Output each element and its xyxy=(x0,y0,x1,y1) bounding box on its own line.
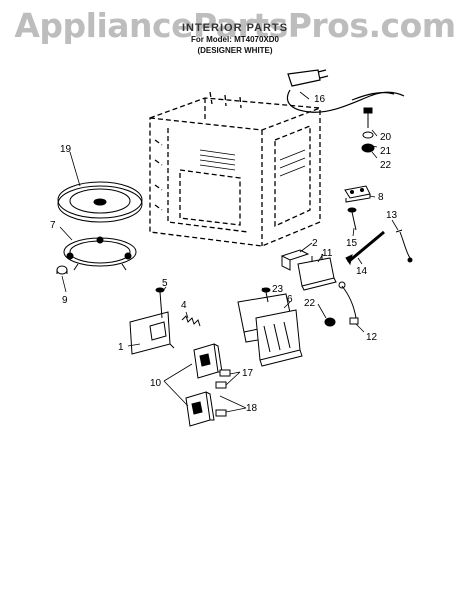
callout-7: 7 xyxy=(50,220,56,231)
callout-1: 1 xyxy=(118,342,124,353)
diagram-title: INTERIOR PARTS xyxy=(181,22,289,34)
callout-22-lower: 22 xyxy=(304,298,316,309)
callout-17: 17 xyxy=(242,368,254,379)
interlock-switch-upper xyxy=(193,343,223,379)
coupler xyxy=(56,265,68,275)
power-cord xyxy=(286,69,405,113)
actuator-18 xyxy=(215,409,227,417)
roller-ring xyxy=(63,236,137,271)
turntable-glass xyxy=(57,181,143,223)
thermal-cutout xyxy=(344,185,371,203)
callout-12: 12 xyxy=(366,332,378,343)
cabinet-cavity xyxy=(149,91,321,247)
wire-harness xyxy=(395,229,413,263)
screw-15 xyxy=(347,207,357,231)
callout-14: 14 xyxy=(356,266,368,277)
leader-lines xyxy=(59,91,399,413)
capacitor-bracket xyxy=(280,249,310,271)
callout-10: 10 xyxy=(150,378,162,389)
callout-2: 2 xyxy=(312,238,318,249)
callout-8: 8 xyxy=(378,192,384,203)
callout-20: 20 xyxy=(380,132,392,143)
ground-screw-set xyxy=(361,107,375,153)
cable-tie xyxy=(345,230,385,266)
callout-23: 23 xyxy=(272,284,284,295)
callout-21: 21 xyxy=(380,146,392,157)
interlock-switch-lower xyxy=(185,391,215,427)
capacitor xyxy=(297,254,337,291)
latch-spring xyxy=(181,315,201,327)
screw-5 xyxy=(155,287,165,319)
callout-5: 5 xyxy=(162,278,168,289)
actuator-17 xyxy=(215,369,231,389)
callout-15: 15 xyxy=(346,238,358,249)
latch-board xyxy=(129,311,175,355)
watermark: AppliancePartsPros.com xyxy=(14,6,456,45)
callout-6: 6 xyxy=(287,294,293,305)
variant-line: (DESIGNER WHITE) xyxy=(197,46,273,55)
callout-4: 4 xyxy=(181,300,187,311)
callout-16: 16 xyxy=(314,94,326,105)
callout-18: 18 xyxy=(246,403,258,414)
hv-transformer xyxy=(237,293,303,367)
callout-labels: 16 20 21 22 19 7 9 8 13 15 14 2 11 12 6 … xyxy=(50,94,398,414)
callout-9: 9 xyxy=(62,295,68,306)
callout-11: 11 xyxy=(322,248,333,259)
model-line: For Model: MT4070XD0 xyxy=(190,35,279,44)
nut-22 xyxy=(324,317,336,327)
callout-13: 13 xyxy=(386,210,398,221)
cavity-vents xyxy=(199,149,306,177)
hv-diode xyxy=(338,281,359,325)
callout-22-upper: 22 xyxy=(380,160,392,171)
callout-19: 19 xyxy=(60,144,72,155)
